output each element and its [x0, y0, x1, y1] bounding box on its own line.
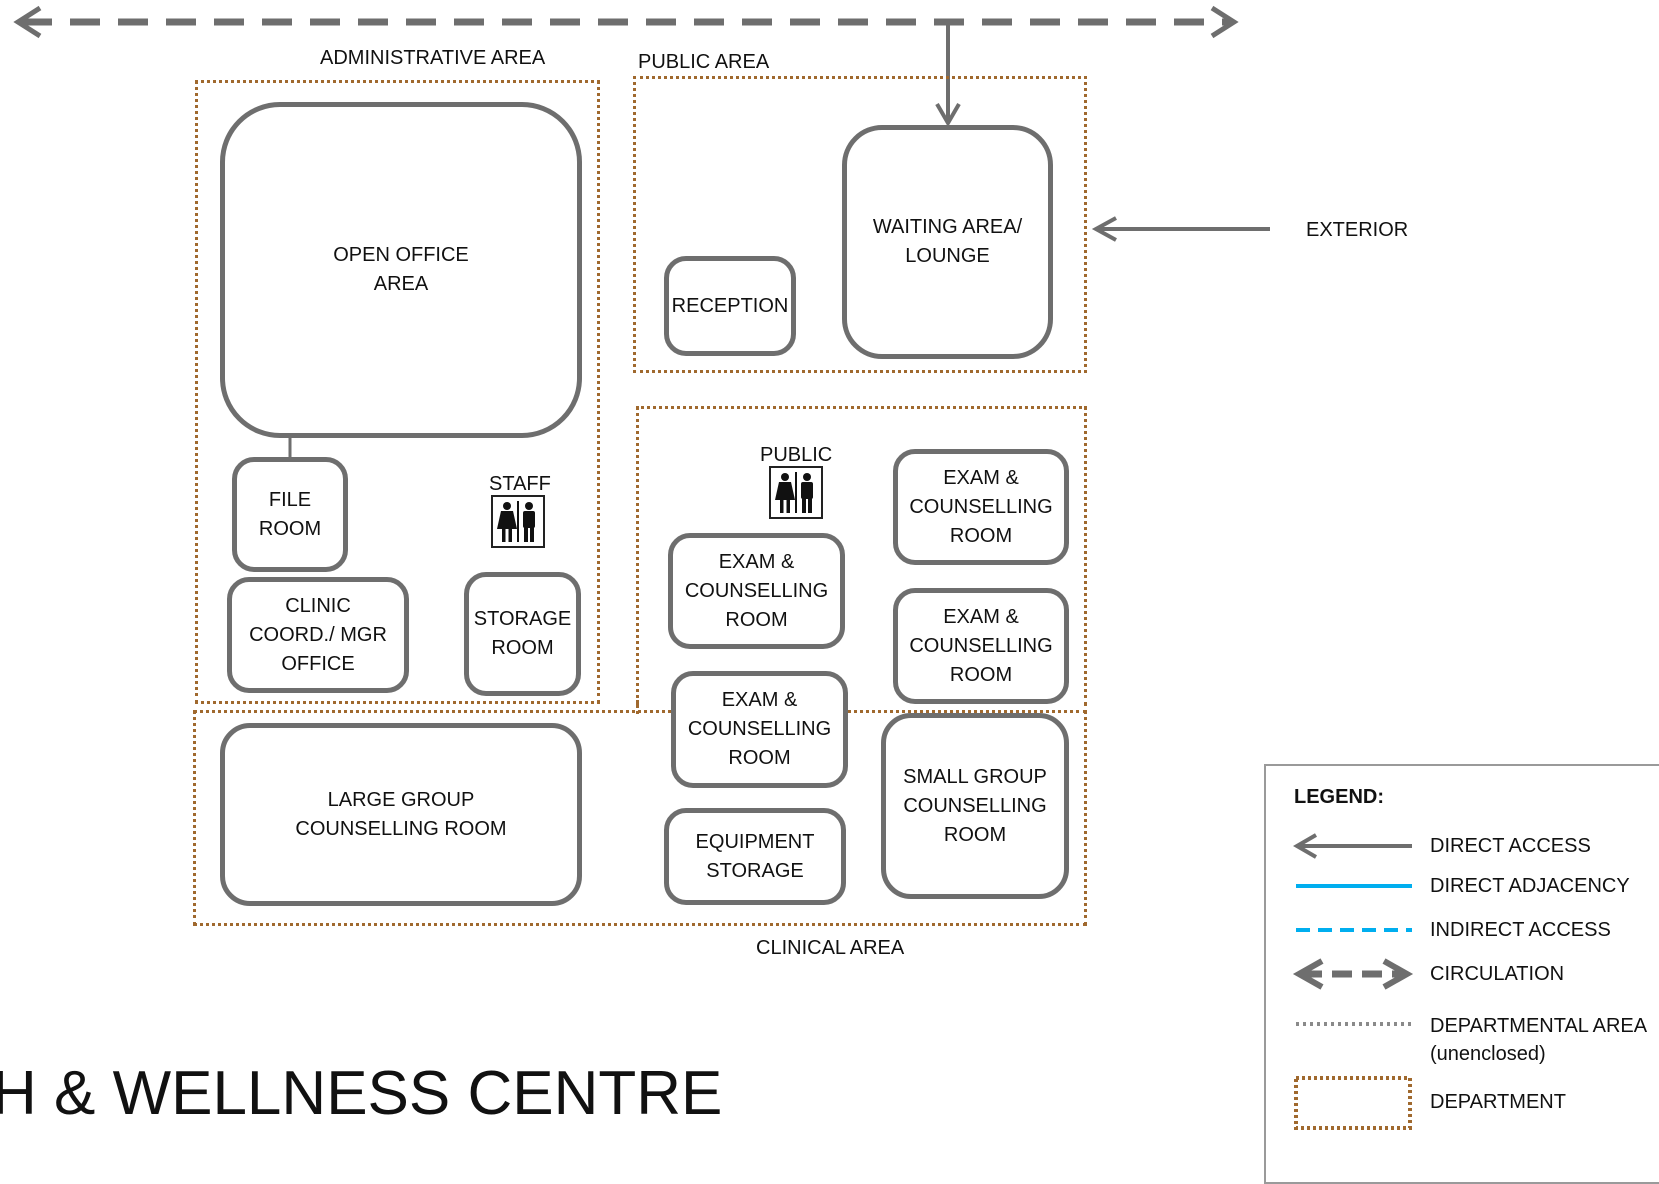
- legend-row-direct-access: DIRECT ACCESS: [1266, 826, 1659, 866]
- direct-adjacency-sample: [1296, 884, 1412, 888]
- room-exam-counselling-3: EXAM & COUNSELLING ROOM: [893, 588, 1069, 704]
- legend-row-departmental-area: DEPARTMENTAL AREA (unenclosed): [1266, 1006, 1659, 1065]
- legend-row-circulation: CIRCULATION: [1266, 954, 1659, 994]
- room-exam-counselling-4: EXAM & COUNSELLING ROOM: [671, 671, 848, 788]
- room-waiting-lounge: WAITING AREA/ LOUNGE: [842, 125, 1053, 359]
- department-administrative: [195, 80, 600, 704]
- legend-label-department: DEPARTMENT: [1430, 1091, 1566, 1113]
- department-clinical-upper: [636, 406, 1087, 706]
- room-large-group-counselling: LARGE GROUP COUNSELLING ROOM: [220, 723, 582, 906]
- room-file: FILE ROOM: [232, 457, 348, 572]
- diagram-lines: [13, 5, 1270, 458]
- staff-washroom-label: STAFF: [489, 473, 551, 495]
- legend-row-department: DEPARTMENT: [1266, 1074, 1659, 1130]
- department-sample: [1294, 1076, 1412, 1130]
- department-public: [633, 76, 1087, 373]
- legend-label-circulation: CIRCULATION: [1430, 963, 1565, 985]
- room-exam-counselling-1: EXAM & COUNSELLING ROOM: [893, 449, 1069, 565]
- direct-access-sample: [1293, 833, 1412, 859]
- departmental-area-sample: [1296, 1022, 1412, 1026]
- clinical-area-label: CLINICAL AREA: [756, 937, 905, 959]
- legend-label-indirect-access: INDIRECT ACCESS: [1430, 919, 1611, 941]
- page-title: H & WELLNESS CENTRE: [0, 1059, 723, 1128]
- exterior-label: EXTERIOR: [1306, 219, 1409, 241]
- room-clinic-office: CLINIC COORD./ MGR OFFICE: [227, 577, 409, 693]
- public-area-label: PUBLIC AREA: [638, 51, 770, 73]
- legend-label-direct-adjacency: DIRECT ADJACENCY: [1430, 875, 1630, 897]
- direct-access-arrow-exterior: [1091, 216, 1270, 242]
- legend-title: LEGEND:: [1294, 786, 1384, 808]
- legend-label-departmental-area: DEPARTMENTAL AREA (unenclosed): [1430, 1015, 1648, 1065]
- department-clinical-connector: [636, 700, 642, 714]
- administrative-area-label: ADMINISTRATIVE AREA: [320, 47, 546, 69]
- room-equipment-storage: EQUIPMENT STORAGE: [664, 808, 846, 905]
- staff-washroom-icon: [491, 495, 545, 548]
- room-storage: STORAGE ROOM: [464, 572, 581, 696]
- legend-row-direct-adjacency: DIRECT ADJACENCY: [1266, 866, 1659, 906]
- room-reception: RECEPTION: [664, 256, 796, 356]
- circulation-sample: [1292, 958, 1414, 990]
- direct-access-arrow-waiting: [935, 22, 961, 127]
- legend-row-indirect-access: INDIRECT ACCESS: [1266, 910, 1659, 950]
- department-clinical-lower: [193, 710, 1087, 926]
- legend-label-direct-access: DIRECT ACCESS: [1430, 835, 1591, 857]
- circulation-arrow: [13, 5, 1239, 39]
- room-open-office: OPEN OFFICE AREA: [220, 102, 582, 438]
- public-washroom-label: PUBLIC: [760, 444, 833, 466]
- public-washroom-icon: [769, 466, 823, 519]
- legend: LEGEND: DIRECT ACCESS DIRECT ADJACENCY I…: [1264, 764, 1659, 1184]
- indirect-access-sample: [1296, 928, 1412, 932]
- room-small-group-counselling: SMALL GROUP COUNSELLING ROOM: [881, 713, 1069, 899]
- room-exam-counselling-2: EXAM & COUNSELLING ROOM: [668, 533, 845, 649]
